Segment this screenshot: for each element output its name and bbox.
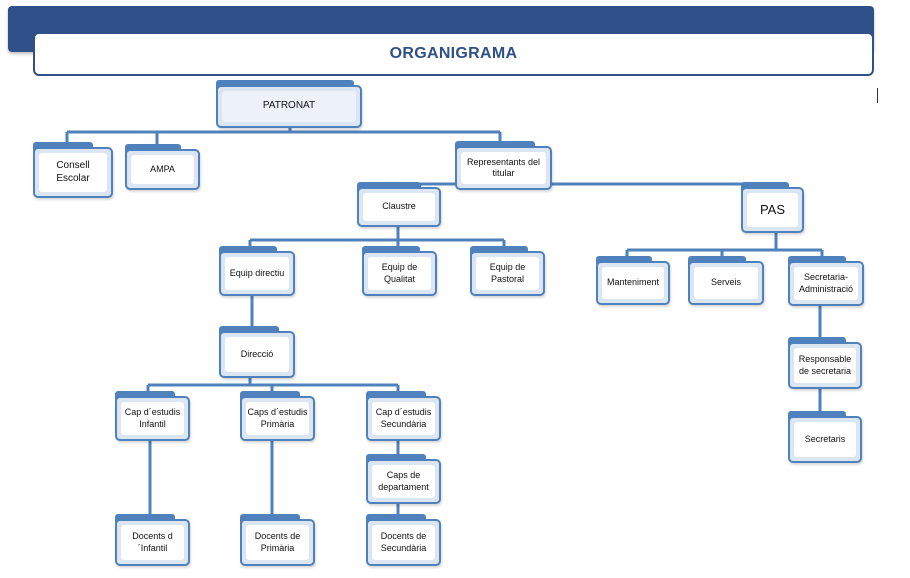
node-patronat: PATRONAT bbox=[216, 80, 362, 128]
node-manteniment: Manteniment bbox=[596, 256, 670, 305]
node-consell-escolar: Consell Escolar bbox=[33, 142, 113, 198]
node-card: Responsable de secretaria bbox=[788, 342, 862, 389]
node-label: Equip directiu bbox=[225, 257, 289, 290]
node-label: AMPA bbox=[131, 155, 194, 184]
node-caps-departament: Caps de departament bbox=[366, 454, 441, 504]
text-cursor bbox=[877, 88, 878, 103]
node-label: Responsable de secretaria bbox=[794, 348, 856, 383]
node-label: Secretaris bbox=[794, 422, 856, 457]
node-equip-pastoral: Equip de Pastoral bbox=[470, 246, 545, 296]
page-title: ORGANIGRAMA bbox=[389, 45, 518, 62]
node-card: Cap d´estudis Infantil bbox=[115, 396, 190, 441]
node-card: Cap d´estudis Secundària bbox=[366, 396, 441, 441]
node-cap-infantil: Cap d´estudis Infantil bbox=[115, 391, 190, 441]
node-label: Direcció bbox=[225, 337, 289, 372]
node-card: Caps d´estudis Primària bbox=[240, 396, 315, 441]
node-label: Secretaria-Administració bbox=[794, 267, 858, 300]
node-docents-secundaria: Docents de Secundària bbox=[366, 514, 441, 566]
node-responsable-secretaria: Responsable de secretaria bbox=[788, 337, 862, 389]
node-card: PATRONAT bbox=[216, 85, 362, 128]
node-card: Direcció bbox=[219, 331, 295, 378]
node-cap-secundaria: Cap d´estudis Secundària bbox=[366, 391, 441, 441]
node-label: Docents d´Infantil bbox=[121, 525, 184, 560]
node-label: Equip de Pastoral bbox=[476, 257, 539, 290]
node-card: Serveis bbox=[688, 261, 764, 305]
node-card: Consell Escolar bbox=[33, 147, 113, 198]
node-docents-infantil: Docents d´Infantil bbox=[115, 514, 190, 566]
node-card: Secretaris bbox=[788, 416, 862, 463]
node-equip-directiu: Equip directiu bbox=[219, 246, 295, 296]
node-label: PATRONAT bbox=[222, 91, 356, 122]
node-label: Claustre bbox=[363, 193, 435, 221]
node-label: Manteniment bbox=[602, 267, 664, 299]
node-secretaris: Secretaris bbox=[788, 411, 862, 463]
node-label: Serveis bbox=[694, 267, 758, 299]
node-card: Caps de departament bbox=[366, 459, 441, 504]
node-caps-primaria: Caps d´estudis Primària bbox=[240, 391, 315, 441]
node-card: Docents de Secundària bbox=[366, 519, 441, 566]
node-label: PAS bbox=[747, 193, 798, 227]
node-docents-primaria: Docents de Primària bbox=[240, 514, 315, 566]
node-card: Claustre bbox=[357, 187, 441, 227]
node-card: Manteniment bbox=[596, 261, 670, 305]
node-card: Docents de Primària bbox=[240, 519, 315, 566]
node-claustre: Claustre bbox=[357, 182, 441, 227]
node-equip-qualitat: Equip de Qualitat bbox=[362, 246, 437, 296]
node-card: PAS bbox=[741, 187, 804, 233]
node-card: Secretaria-Administració bbox=[788, 261, 864, 306]
title-box: ORGANIGRAMA bbox=[33, 32, 874, 76]
node-ampa: AMPA bbox=[125, 144, 200, 190]
node-card: Equip directiu bbox=[219, 251, 295, 296]
node-card: Representants del titular bbox=[455, 146, 552, 190]
node-card: Docents d´Infantil bbox=[115, 519, 190, 566]
node-label: Consell Escolar bbox=[39, 153, 107, 192]
node-card: Equip de Pastoral bbox=[470, 251, 545, 296]
node-label: Caps d´estudis Primària bbox=[246, 402, 309, 435]
node-label: Caps de departament bbox=[372, 465, 435, 498]
node-pas: PAS bbox=[741, 182, 804, 233]
node-representants: Representants del titular bbox=[455, 141, 552, 190]
node-card: Equip de Qualitat bbox=[362, 251, 437, 296]
node-label: Cap d´estudis Secundària bbox=[372, 402, 435, 435]
node-direccio: Direcció bbox=[219, 326, 295, 378]
node-label: Docents de Primària bbox=[246, 525, 309, 560]
node-serveis: Serveis bbox=[688, 256, 764, 305]
node-label: Cap d´estudis Infantil bbox=[121, 402, 184, 435]
node-card: AMPA bbox=[125, 149, 200, 190]
node-label: Equip de Qualitat bbox=[368, 257, 431, 290]
node-secretaria: Secretaria-Administració bbox=[788, 256, 864, 306]
node-label: Representants del titular bbox=[461, 152, 546, 184]
node-label: Docents de Secundària bbox=[372, 525, 435, 560]
